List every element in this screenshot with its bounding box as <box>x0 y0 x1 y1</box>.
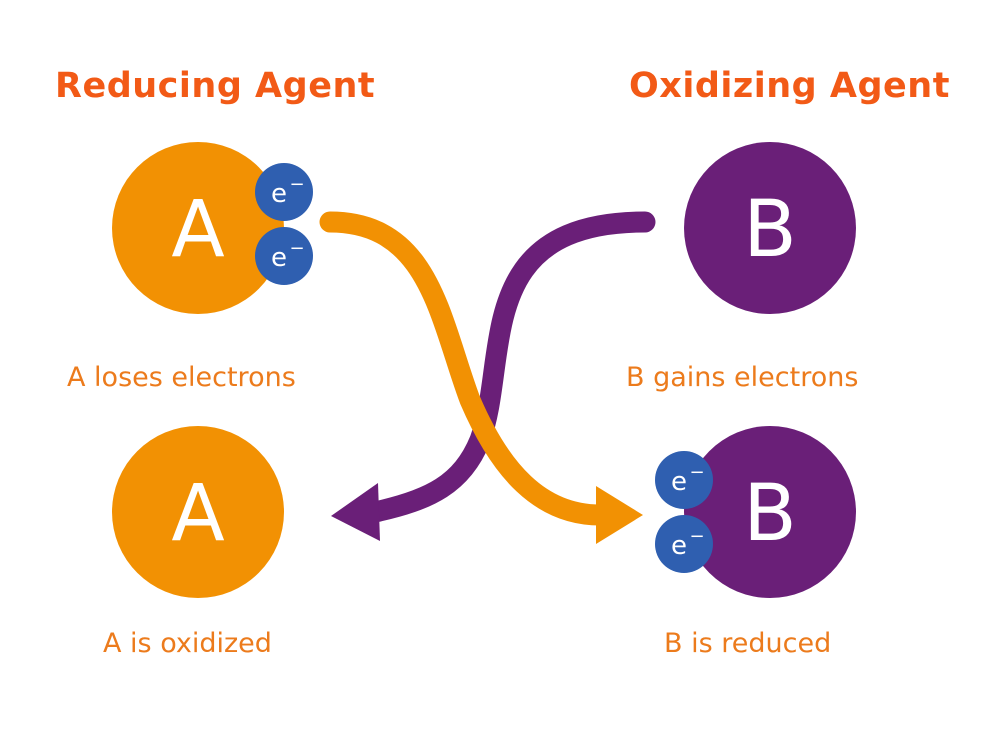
electron-symbol: e <box>671 531 687 561</box>
electron-symbol: e <box>271 179 287 209</box>
atom-b-before: B <box>684 142 856 314</box>
electron-charge: − <box>689 526 704 547</box>
orange-arrowhead <box>596 486 643 544</box>
caption-a-is-oxidized: A is oxidized <box>103 628 272 659</box>
reducing-agent-heading: Reducing Agent <box>55 66 376 106</box>
electron-b-2: e − <box>655 515 713 573</box>
electron-symbol: e <box>671 467 687 497</box>
caption-b-gains-electrons: B gains electrons <box>626 362 859 393</box>
atom-b-before-label: B <box>743 185 797 275</box>
electron-charge: − <box>289 174 304 195</box>
electron-charge: − <box>689 462 704 483</box>
purple-arrowhead <box>331 483 380 541</box>
atom-b-after-label: B <box>743 469 797 559</box>
electron-charge: − <box>289 238 304 259</box>
caption-b-is-reduced: B is reduced <box>664 628 832 659</box>
electron-a-2: e − <box>255 227 313 285</box>
purple-electron-transfer-arrow <box>364 211 656 523</box>
atom-a-after-label: A <box>171 469 224 559</box>
electron-b-1: e − <box>655 451 713 509</box>
oxidizing-agent-heading: Oxidizing Agent <box>629 66 950 106</box>
atom-a-before: A <box>112 142 284 314</box>
atom-a-after: A <box>112 426 284 598</box>
atom-b-after: B <box>684 426 856 598</box>
electron-symbol: e <box>271 243 287 273</box>
electron-a-1: e − <box>255 163 313 221</box>
caption-a-loses-electrons: A loses electrons <box>67 362 296 393</box>
orange-electron-transfer-arrow <box>319 211 611 526</box>
atom-a-before-label: A <box>171 185 224 275</box>
